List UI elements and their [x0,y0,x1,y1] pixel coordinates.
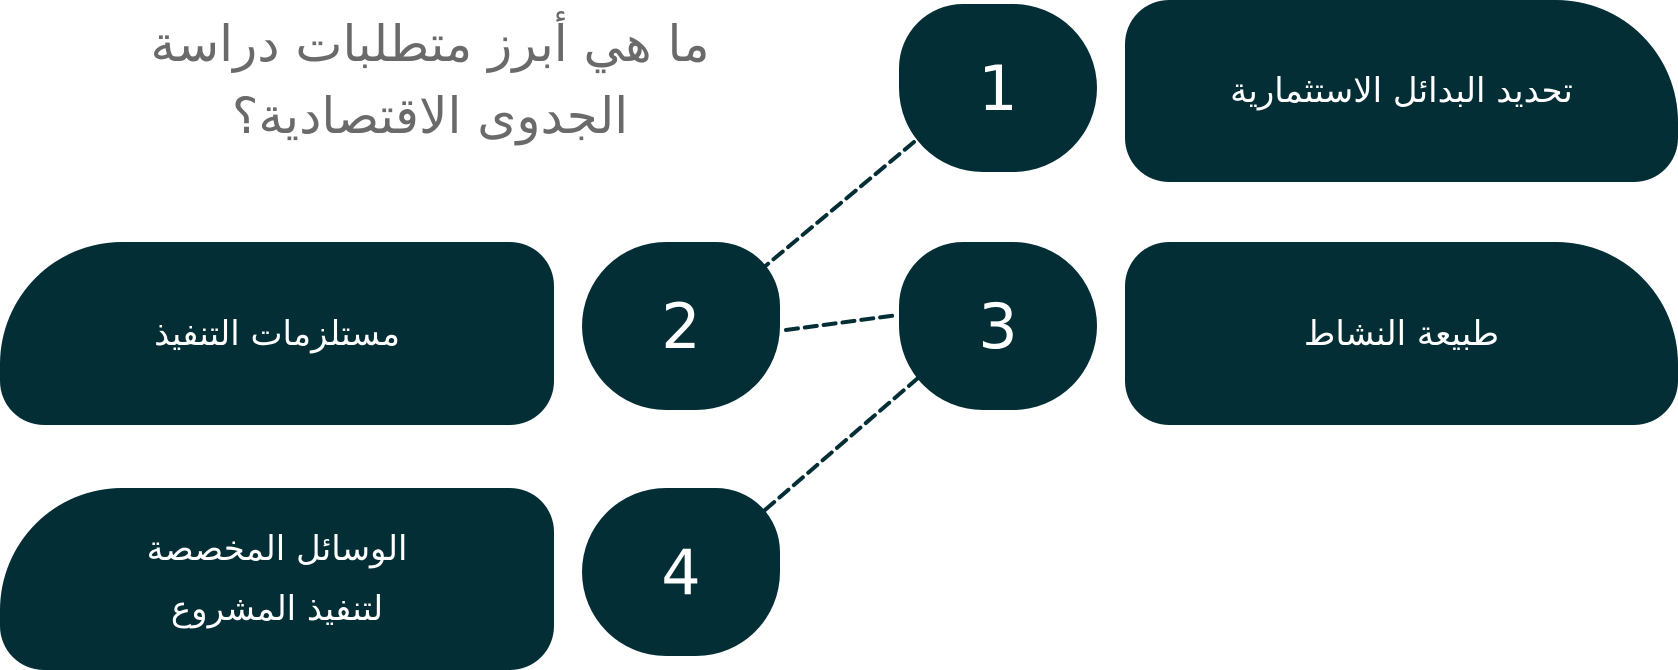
step-2-label: مستلزمات التنفيذ [154,313,400,354]
step-1-number: 1 [978,51,1018,125]
step-4-number-badge: 4 [582,488,780,656]
title-line-2: الجدوى الاقتصادية؟ [231,87,629,145]
connector-1-2 [761,140,916,270]
step-3-label: طبيعة النشاط [1303,313,1500,354]
connector-2-3 [784,313,900,332]
step-4-label-line-2: لتنفيذ المشروع [170,589,384,629]
step-3-number: 3 [978,289,1018,363]
step-4-box: الوسائل المخصصة لتنفيذ المشروع [0,488,554,670]
step-2-number-badge: 2 [582,242,780,410]
step-2-box: مستلزمات التنفيذ [0,242,554,425]
step-1-label: تحديد البدائل الاستثمارية [1230,71,1573,111]
step-1-number-badge: 1 [899,4,1097,172]
connector-3-4 [756,376,920,518]
title-line-1: ما هي أبرز متطلبات دراسة [150,15,710,73]
step-1-box: تحديد البدائل الاستثمارية [1125,0,1678,182]
step-4-label: الوسائل المخصصة لتنفيذ المشروع [147,519,408,639]
step-4-label-line-1: الوسائل المخصصة [146,529,408,569]
step-3-box: طبيعة النشاط [1125,242,1678,425]
step-2-number: 2 [661,289,701,363]
diagram-title: ما هي أبرز متطلبات دراسة الجدوى الاقتصاد… [90,8,770,152]
step-3-number-badge: 3 [899,242,1097,410]
step-4-number: 4 [661,535,701,609]
